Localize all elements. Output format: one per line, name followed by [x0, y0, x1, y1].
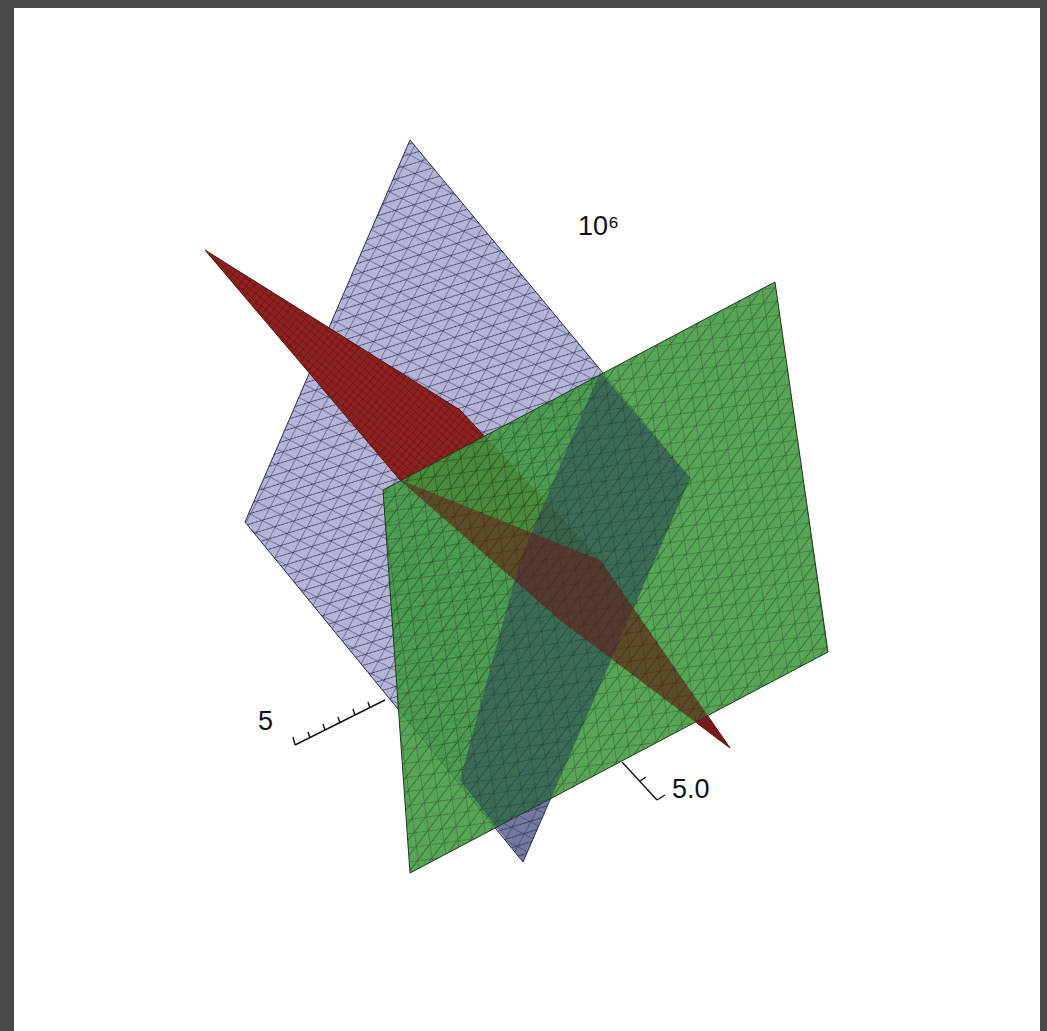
axis-tick-label: 5: [258, 708, 273, 735]
axis-tick-label: 5.0: [672, 776, 710, 803]
axis-ticks: [293, 700, 385, 745]
red-plane-shadow: [400, 480, 730, 748]
axis-scale-label: 10⁶: [578, 213, 619, 240]
axis-ticks: [622, 762, 665, 800]
green-plane: [383, 282, 828, 873]
